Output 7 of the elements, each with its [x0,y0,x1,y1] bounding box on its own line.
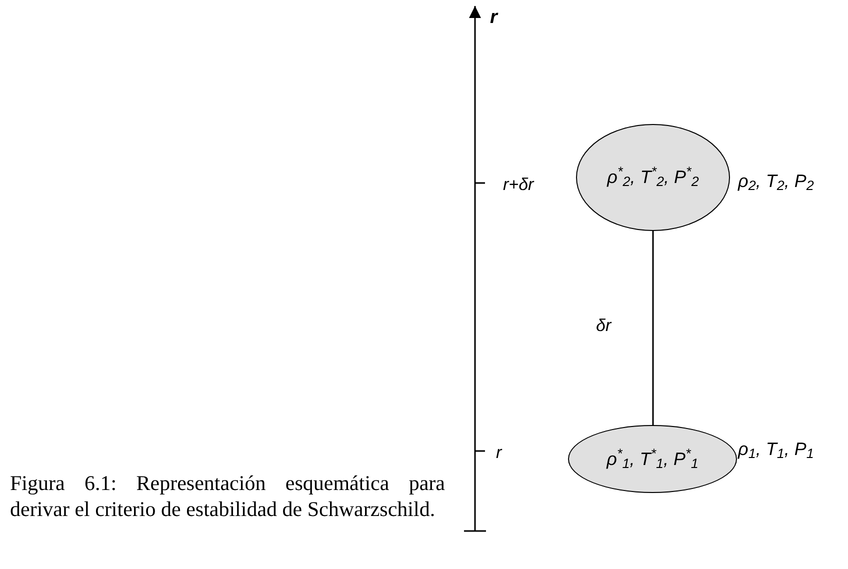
axis-label: r [490,7,498,28]
caption: Figura 6.1: Representación esquemática para derivar el criterio de estabilidad de Schwarzschild. [10,470,445,522]
variable-label: ρ$_{2}$, T$_{2}$, P$_{2}$ [738,171,814,191]
variable-label: ρ$_{1}$, T$_{1}$, P$_{1}$ [738,439,814,459]
axis-label: r+δr [503,175,534,194]
axis-label: r [496,443,502,462]
connector-line [652,231,654,425]
